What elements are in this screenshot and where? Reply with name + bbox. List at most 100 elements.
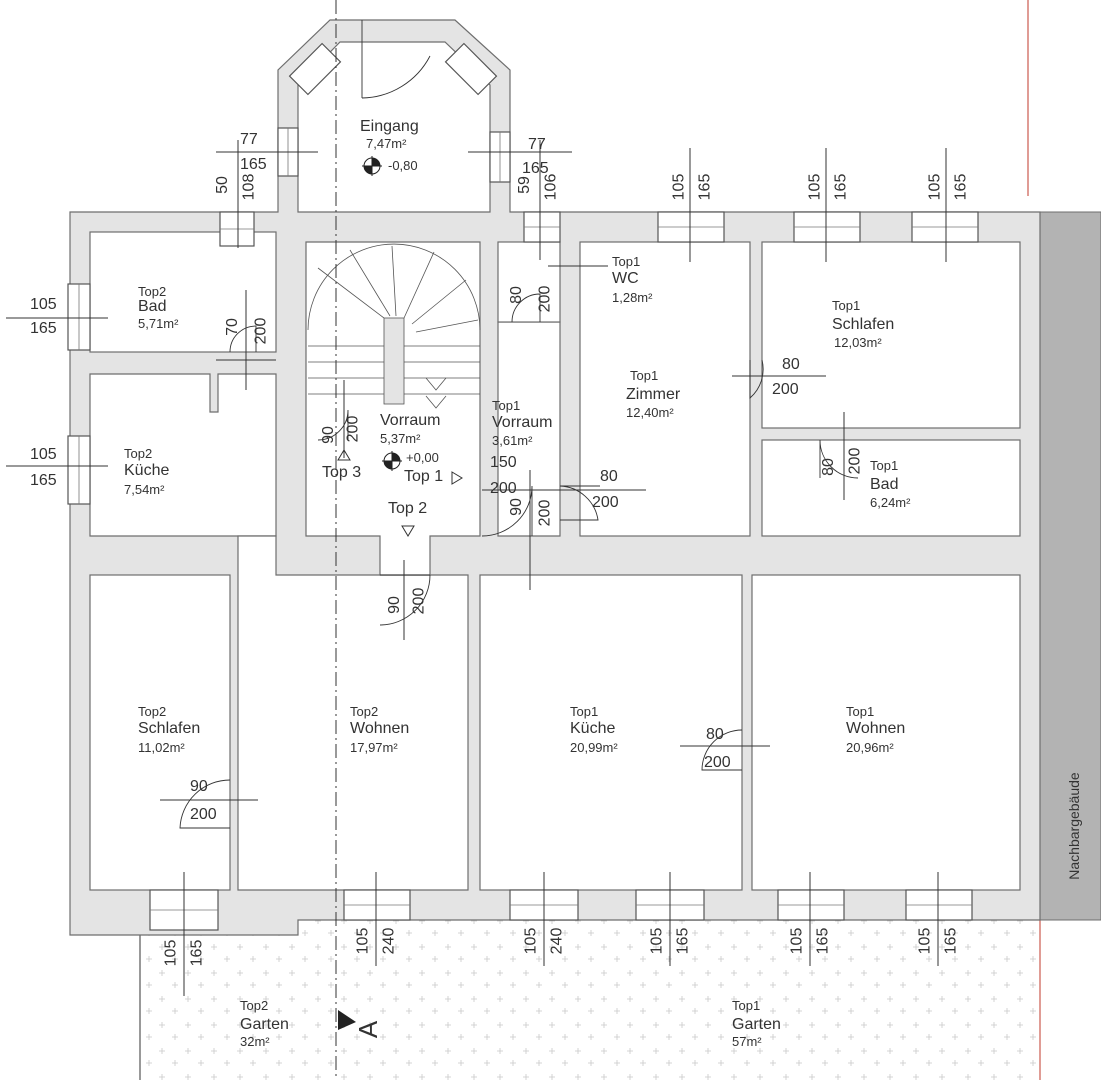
area-top1-bad: 6,24m² — [870, 495, 911, 510]
dim-77-left: 77 — [240, 131, 258, 148]
area-top2-schlafen: 11,02m² — [138, 740, 185, 755]
label-top1-wc: WC — [612, 270, 639, 287]
door-bad1-height: 200 — [846, 447, 864, 475]
staircase — [307, 243, 481, 409]
doors — [179, 20, 859, 829]
dim-bot-5a: 105 — [788, 927, 806, 955]
room-top1-wc — [497, 241, 561, 323]
door-schl2-width: 90 — [190, 778, 208, 795]
dim-top-3b: 165 — [952, 173, 970, 201]
door-top2-width: 90 — [385, 596, 403, 614]
dim-left-1a: 105 — [30, 296, 57, 313]
door-bad2-height: 200 — [252, 317, 270, 345]
area-eingang: 7,47m² — [366, 136, 407, 151]
top-top1-wc: Top1 — [612, 254, 641, 269]
door-v1-height: 200 — [490, 480, 517, 497]
label-top1-zimmer: Zimmer — [626, 386, 681, 403]
door-kue1-width: 80 — [706, 726, 724, 743]
dim-bot-5b: 165 — [814, 927, 832, 955]
door-v2-height: 200 — [536, 499, 554, 527]
top-top1-wohnen: Top1 — [846, 704, 875, 719]
label-eingang: Eingang — [360, 118, 419, 135]
door-schl2-height: 200 — [190, 806, 217, 823]
door-schl1-height: 200 — [772, 381, 799, 398]
dim-bot-1a: 105 — [162, 939, 180, 967]
dimension-lines — [6, 140, 947, 996]
dim-left-1b: 165 — [30, 320, 57, 337]
label-vorraum: Vorraum — [380, 412, 441, 429]
dim-top-2a: 105 — [806, 173, 824, 201]
top-top2-wohnen: Top2 — [350, 704, 379, 719]
dim-top-1b: 165 — [696, 173, 714, 201]
room-top2-bad — [89, 231, 277, 353]
door-wc-width: 80 — [507, 286, 525, 304]
top-top1-bad: Top1 — [870, 458, 899, 473]
top-top1-schlafen: Top1 — [832, 298, 861, 313]
garden-area — [140, 920, 1040, 1080]
label-top1-bad: Bad — [870, 476, 899, 493]
door-bad2-width: 70 — [223, 318, 241, 336]
level-eingang: -0,80 — [388, 158, 418, 173]
room-top1-kueche — [479, 574, 743, 891]
area-top2-kueche: 7,54m² — [124, 482, 165, 497]
label-top1-schlafen: Schlafen — [832, 316, 895, 333]
door-kue1-height: 200 — [704, 754, 731, 771]
dim-bot-4a: 105 — [648, 927, 666, 955]
room-top1-bad — [761, 439, 1021, 537]
dim-top-2b: 165 — [832, 173, 850, 201]
dim-165-right: 165 — [522, 160, 549, 177]
area-top2-bad: 5,71m² — [138, 316, 179, 331]
top-top1-garten: Top1 — [732, 998, 761, 1013]
entry-label-top3: Top 3 — [322, 464, 362, 481]
label-top2-garten: Garten — [240, 1016, 289, 1033]
dim-bot-3a: 105 — [522, 927, 540, 955]
dim-bot-1b: 165 — [188, 939, 206, 967]
door-stair-height: 200 — [344, 415, 362, 443]
neighbour-label: Nachbargebäude — [1066, 772, 1082, 880]
room-top2-wohnen — [237, 535, 469, 891]
room-top2-schlafen — [89, 574, 231, 891]
door-zim-height: 200 — [592, 494, 619, 511]
entry-arrow-top3 — [337, 449, 351, 461]
dim-106: 106 — [542, 173, 560, 201]
label-top1-wohnen: Wohnen — [846, 720, 906, 737]
door-top2-height: 200 — [410, 587, 428, 615]
dim-bot-6b: 165 — [942, 927, 960, 955]
dim-bot-2a: 105 — [354, 927, 372, 955]
entry-label-top2: Top 2 — [388, 500, 428, 517]
label-top1-vorraum: Vorraum — [492, 414, 553, 431]
label-top2-bad: Bad — [138, 298, 167, 315]
top-top2-bad: Top2 — [138, 284, 167, 299]
area-top1-kueche: 20,99m² — [570, 740, 618, 755]
dim-bot-3b: 240 — [548, 927, 566, 955]
door-stair-width: 90 — [319, 426, 337, 444]
label-top1-kueche: Küche — [570, 720, 616, 737]
entry-arrow-top2 — [401, 525, 415, 537]
room-top2-kueche — [89, 373, 277, 537]
label-top2-schlafen: Schlafen — [138, 720, 201, 737]
label-top2-wohnen: Wohnen — [350, 720, 410, 737]
top-top2-schlafen: Top2 — [138, 704, 167, 719]
area-top1-wc: 1,28m² — [612, 290, 653, 305]
area-top1-zimmer: 12,40m² — [626, 405, 674, 420]
area-vorraum: 5,37m² — [380, 431, 421, 446]
area-top1-vorraum: 3,61m² — [492, 433, 533, 448]
area-top2-garten: 32m² — [240, 1034, 270, 1049]
dim-top-1a: 105 — [670, 173, 688, 201]
dim-bot-4b: 165 — [674, 927, 692, 955]
entry-arrow-top1 — [451, 471, 463, 485]
top-top1-vorraum: Top1 — [492, 398, 521, 413]
room-top1-wohnen — [751, 574, 1021, 891]
level-marker-vorraum — [382, 451, 402, 471]
dim-bot-6a: 105 — [916, 927, 934, 955]
dim-59: 59 — [515, 176, 533, 194]
room-top1-schlafen — [761, 241, 1021, 429]
door-bad1-width: 80 — [819, 458, 837, 476]
dim-108: 108 — [240, 173, 258, 201]
door-zim-width: 80 — [600, 468, 618, 485]
door-v2-width: 90 — [507, 498, 525, 516]
dim-left-2b: 165 — [30, 472, 57, 489]
dim-left-2a: 105 — [30, 446, 57, 463]
door-schl1-width: 80 — [782, 356, 800, 373]
